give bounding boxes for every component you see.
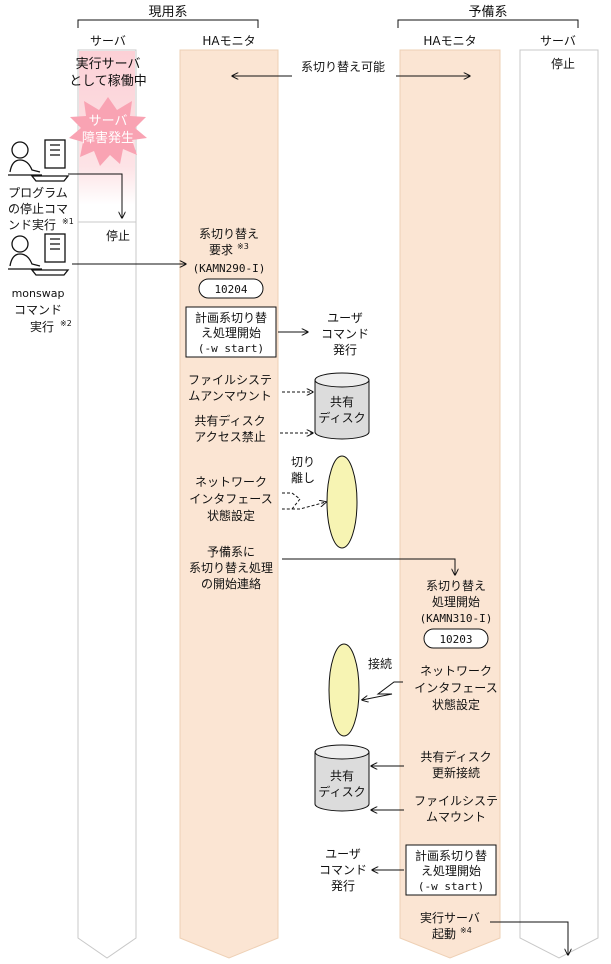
disk1-line1: 共有 [330, 395, 354, 409]
planned-start-left-line1: 計画系切り替 [195, 310, 267, 325]
user-cmd-right-line1: ユーザ [325, 847, 361, 861]
monswap-line3: 実行 [30, 319, 54, 334]
lane-server-right [519, 49, 599, 959]
disk-connect-line2: 更新接続 [432, 765, 480, 780]
operator-icon-2 [8, 233, 70, 276]
switch-start-line1: 系切り替え [426, 579, 486, 593]
user-cmd-right-line3: 発行 [331, 879, 355, 893]
header-ha-right: HAモニタ [423, 34, 476, 48]
monswap-line1: monswap [12, 287, 65, 300]
planned-start-right-line3: (-w start) [418, 880, 484, 893]
net-set-left-line3: 状態設定 [207, 508, 255, 523]
monswap-note: ※2 [60, 319, 72, 328]
network-ellipse-1 [326, 455, 358, 549]
detach-arrow [282, 492, 326, 510]
header-server-right: サーバ [540, 34, 576, 48]
failure-line2: 障害発生 [82, 130, 134, 146]
notify-arrow [282, 558, 455, 575]
switchable-label: 系切り替え可能 [301, 60, 385, 74]
code-1: 10204 [214, 283, 247, 296]
planned-start-left-line2: え処理開始 [201, 326, 261, 340]
network-ellipse-2 [328, 643, 360, 737]
code-2: 10203 [439, 633, 472, 646]
fs-unmount-line1: ファイルシステ [188, 373, 272, 387]
monswap-line2: コマンド [14, 303, 62, 317]
exec-start-line2: 起動 [432, 927, 456, 941]
code-pill-2 [423, 628, 489, 649]
shared-disk-2 [314, 744, 370, 812]
switchable-label-bg [292, 59, 396, 77]
right-server-stopped: 停止 [551, 56, 575, 71]
standby-group-label: 予備系 [468, 4, 507, 20]
program-stop-arrow [68, 173, 122, 218]
disk-block-line1: 共有ディスク [194, 413, 265, 428]
notify-line3: の開始連絡 [201, 576, 261, 591]
active-group-bracket: 現用系 [77, 5, 259, 28]
disk2-line1: 共有 [330, 769, 354, 783]
fs-mount-line2: ムマウント [426, 810, 486, 824]
exec-start-line1: 実行サーバ [420, 910, 480, 925]
disk1-line2: ディスク [318, 410, 365, 425]
switch-request-line2: 要求 [209, 243, 233, 257]
running-line2: として稼働中 [69, 74, 147, 89]
active-group-label: 現用系 [148, 5, 187, 20]
operator-icon-1 [8, 139, 70, 182]
code-pill-1 [198, 278, 264, 299]
fs-unmount-line2: ムアンマウント [188, 389, 272, 403]
switch-request-msg: (KAMN290-I) [193, 262, 266, 275]
lane-ha-left [179, 49, 279, 959]
header-ha-left: HAモニタ [202, 34, 255, 48]
planned-start-right-line1: 計画系切り替 [415, 848, 487, 863]
net-set-right-line3: 状態設定 [432, 697, 480, 712]
notify-line1: 予備系に [207, 544, 255, 559]
fs-mount-line1: ファイルシステ [414, 794, 498, 808]
lane-ha-right [399, 49, 501, 959]
notify-line2: 系切り替え処理 [189, 561, 273, 575]
planned-start-left-line3: (-w start) [198, 342, 264, 355]
program-stop-line2: の停止コマ [8, 201, 68, 216]
net-set-left-line1: ネットワーク [195, 475, 267, 489]
switch-start-line3: (KAMN310-I) [420, 612, 493, 625]
program-stop-line1: プログラム [8, 186, 68, 200]
disk-connect-line1: 共有ディスク [420, 749, 491, 764]
net-set-right-line2: インタフェース [414, 681, 497, 695]
failure-line1: サーバ [89, 114, 128, 129]
user-cmd-left-line1: ユーザ [327, 311, 363, 325]
shared-disk-1 [314, 372, 370, 440]
switch-start-line2: 処理開始 [432, 595, 480, 609]
planned-start-box-left [185, 306, 277, 358]
user-cmd-right-line2: コマンド [319, 863, 367, 877]
disk-block-line2: アクセス禁止 [194, 430, 265, 444]
connect-label: 接続 [368, 656, 392, 671]
program-stop-note: ※1 [62, 217, 74, 226]
detach-line2: 離し [291, 471, 315, 485]
switch-request-note: ※3 [237, 242, 249, 251]
net-set-left-line2: インタフェース [189, 492, 272, 506]
planned-start-right-line2: え処理開始 [421, 864, 481, 878]
connect-arrow [362, 681, 403, 700]
user-cmd-left-line2: コマンド [321, 327, 369, 341]
exec-start-note: ※4 [460, 926, 472, 935]
exec-start-arrow [490, 921, 568, 955]
left-server-stopped: 停止 [106, 228, 130, 243]
disk2-line2: ディスク [318, 784, 365, 799]
standby-group-bracket: 予備系 [397, 4, 579, 28]
detach-line1: 切り [291, 455, 315, 469]
header-server-left: サーバ [90, 34, 126, 48]
lane-server-left [77, 49, 137, 959]
program-stop-line3: ンド実行 [8, 217, 56, 232]
planned-start-box-right [405, 844, 497, 896]
running-line1: 実行サーバ [76, 56, 141, 72]
failure-burst [69, 97, 147, 166]
switch-request-line1: 系切り替え [199, 227, 259, 241]
net-set-right-line1: ネットワーク [420, 664, 492, 678]
user-cmd-left-line3: 発行 [333, 343, 357, 357]
